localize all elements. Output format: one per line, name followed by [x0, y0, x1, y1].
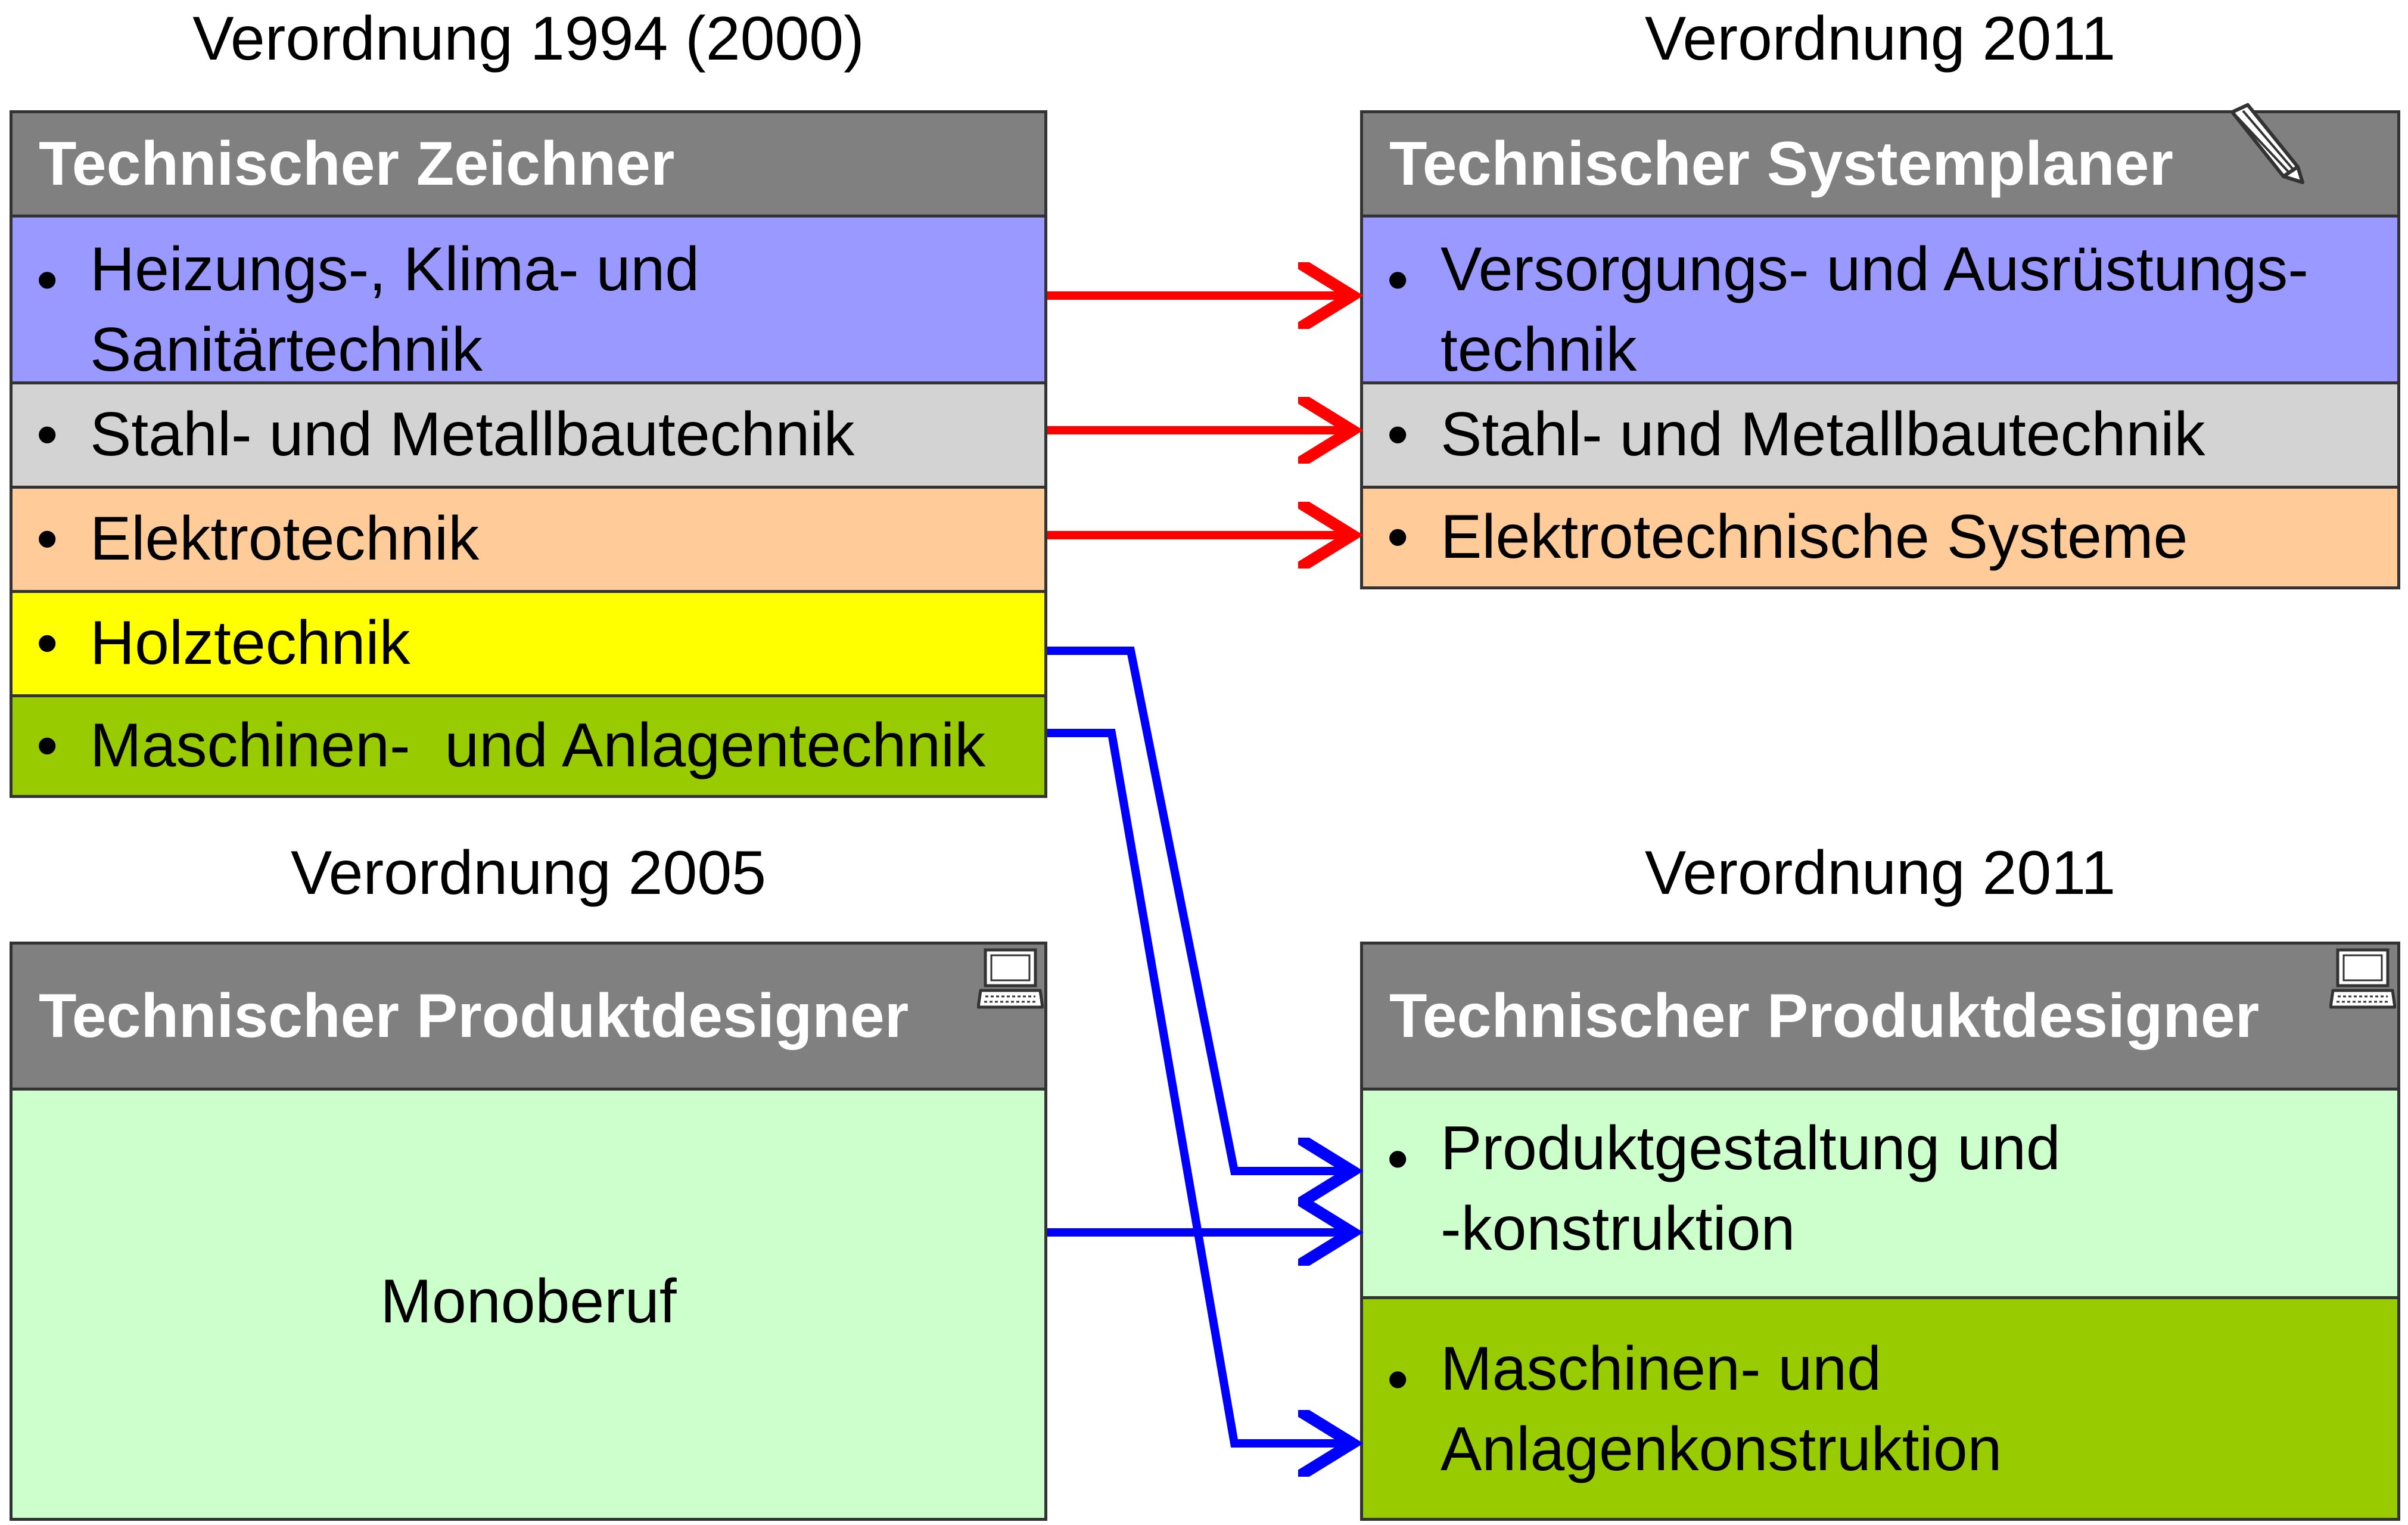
zeichner-header: Technischer Zeichner — [13, 113, 1044, 218]
systemplaner-title: Technischer Systemplaner — [1389, 129, 2173, 198]
zeichner-item-elektro-label: Elektrotechnik — [90, 504, 480, 574]
systemplaner-item-elektro: • Elektrotechnische Systeme — [1363, 489, 2397, 586]
systemplaner-item-stahl-label: Stahl- und Metallbautechnik — [1441, 400, 2205, 470]
zeichner-item-stahl: • Stahl- und Metallbautechnik — [13, 384, 1044, 489]
zeichner-title: Technischer Zeichner — [39, 129, 675, 198]
systemplaner-item-versorgung-line1: Versorgungs- und Ausrüstungs- — [1441, 235, 2309, 304]
zeichner-item-holz: • Holztechnik — [13, 593, 1044, 697]
zeichner-item-hks-line2: Sanitärtechnik — [90, 315, 483, 385]
arrow-holz-to-gestaltung — [1047, 647, 1352, 1171]
systemplaner-header: Technischer Systemplaner — [1363, 113, 2397, 218]
bullet-icon: • — [36, 246, 58, 315]
pencil-icon — [2230, 103, 2304, 184]
caption-verordnung-2011-top: Verordnung 2011 — [1644, 4, 2116, 73]
caption-verordnung-1994: Verordnung 1994 (2000) — [192, 4, 864, 73]
produktdesigner-2011-box: Technischer Produktdesigner • Produktges… — [1360, 942, 2400, 1521]
systemplaner-item-versorgung-line2: technik — [1441, 315, 1637, 385]
red-arrows — [1047, 296, 1352, 535]
laptop-icon — [2329, 948, 2396, 1009]
produktdesigner-2005-header: Technischer Produktdesigner — [13, 945, 1044, 1091]
arrow-maschinen-to-maschinen — [1047, 729, 1352, 1443]
laptop-icon — [977, 948, 1044, 1009]
zeichner-item-holz-label: Holztechnik — [90, 608, 410, 678]
produktdesigner-2005-title: Technischer Produktdesigner — [39, 981, 909, 1051]
zeichner-item-maschinen-label: Maschinen- und Anlagentechnik — [90, 711, 986, 781]
zeichner-item-maschinen: • Maschinen- und Anlagentechnik — [13, 697, 1044, 795]
produktdesigner-2011-item-gestaltung: • Produktgestaltung und -konstruktion — [1363, 1091, 2397, 1299]
produktdesigner-2005-box: Technischer Produktdesigner Monoberuf — [10, 942, 1047, 1521]
produktdesigner-2011-item-gestaltung-line1: Produktgestaltung und — [1441, 1114, 2061, 1183]
produktdesigner-2011-item-maschinen: • Maschinen- und Anlagenkonstruktion — [1363, 1299, 2397, 1518]
bullet-icon: • — [1387, 400, 1409, 470]
caption-verordnung-2011-bottom: Verordnung 2011 — [1644, 838, 2116, 908]
blue-arrows — [1047, 647, 1352, 1443]
produktdesigner-2011-item-gestaltung-line2: -konstruktion — [1441, 1194, 1796, 1264]
bullet-icon: • — [1387, 1125, 1409, 1194]
bullet-icon: • — [36, 711, 58, 781]
zeichner-item-stahl-label: Stahl- und Metallbautechnik — [90, 400, 855, 470]
zeichner-box: Technischer Zeichner • Heizungs-, Klima-… — [10, 110, 1047, 798]
zeichner-item-elektro: • Elektrotechnik — [13, 489, 1044, 593]
bullet-icon: • — [1387, 1345, 1409, 1414]
systemplaner-item-elektro-label: Elektrotechnische Systeme — [1441, 502, 2188, 572]
produktdesigner-2011-header: Technischer Produktdesigner — [1363, 945, 2397, 1091]
zeichner-item-hks-line1: Heizungs-, Klima- und — [90, 235, 700, 304]
systemplaner-item-versorgung: • Versorgungs- und Ausrüstungs- technik — [1363, 218, 2397, 384]
systemplaner-item-stahl: • Stahl- und Metallbautechnik — [1363, 384, 2397, 489]
bullet-icon: • — [1387, 246, 1409, 315]
produktdesigner-2011-item-maschinen-line2: Anlagenkonstruktion — [1441, 1415, 2002, 1484]
produktdesigner-2011-item-maschinen-line1: Maschinen- und — [1441, 1334, 1881, 1403]
bullet-icon: • — [36, 608, 58, 678]
produktdesigner-2011-title: Technischer Produktdesigner — [1389, 981, 2260, 1051]
systemplaner-box: Technischer Systemplaner • Versorgungs- … — [1360, 110, 2400, 589]
zeichner-item-hks: • Heizungs-, Klima- und Sanitärtechnik — [13, 218, 1044, 384]
bullet-icon: • — [1387, 502, 1409, 572]
caption-verordnung-2005: Verordnung 2005 — [290, 838, 767, 908]
bullet-icon: • — [36, 504, 58, 574]
bullet-icon: • — [36, 400, 58, 470]
monoberuf-label: Monoberuf — [380, 1267, 677, 1336]
